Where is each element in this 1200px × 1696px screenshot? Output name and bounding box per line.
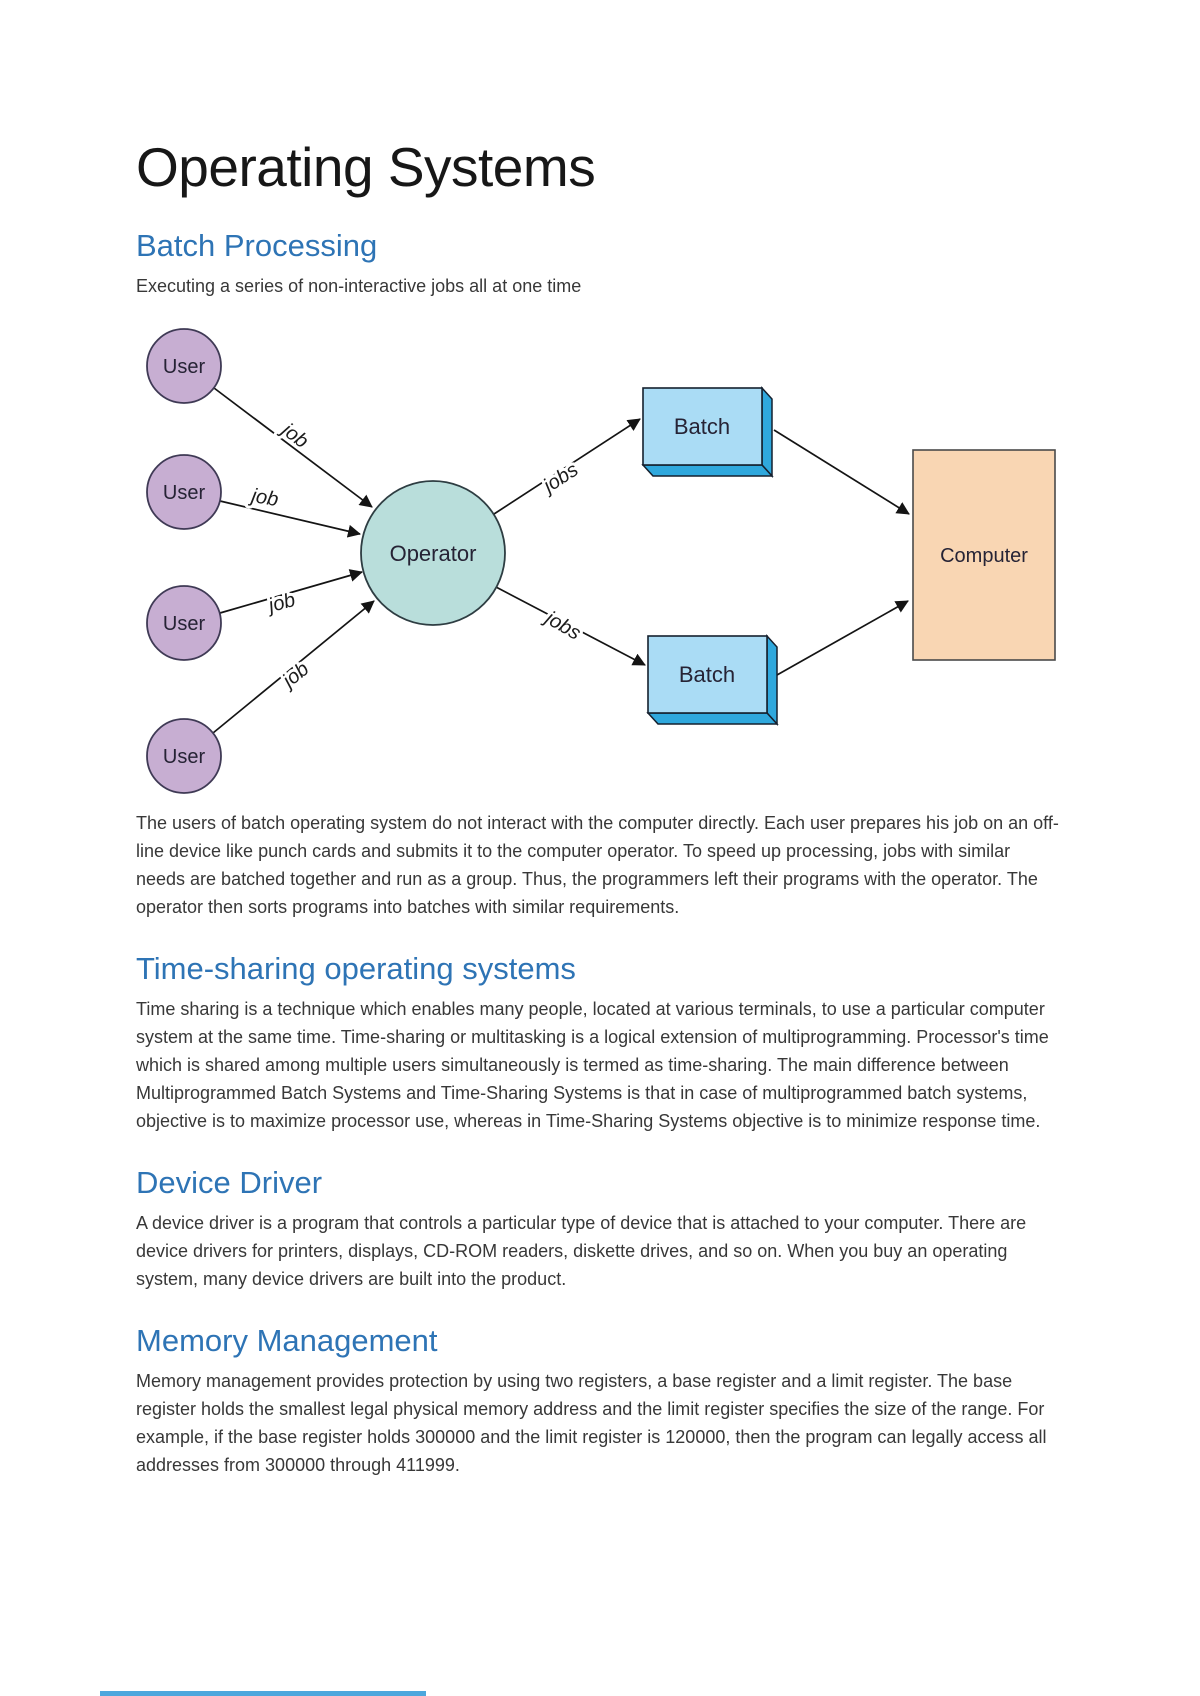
page-title: Operating Systems	[136, 136, 596, 198]
arrow-label-job-1: job	[275, 417, 312, 452]
user-node-4: User	[146, 718, 222, 794]
operator-label: Operator	[390, 541, 477, 566]
arrow-label-job-2: job	[247, 484, 280, 511]
arrow-user2-to-operator	[219, 500, 361, 538]
arrow-user3-to-operator	[219, 569, 363, 614]
heading-device-driver: Device Driver	[136, 1165, 323, 1200]
batch-label-1: Batch	[674, 414, 730, 439]
next-page-heading-cutoff-bar	[100, 1691, 426, 1696]
memory-management-body-text: Memory management provides protection by…	[136, 1371, 1047, 1475]
user-node-3: User	[146, 585, 222, 661]
batch-intro-text: Executing a series of non-interactive jo…	[136, 276, 582, 296]
arrow-operator-to-batch2	[495, 586, 646, 666]
heading-memory-management: Memory Management	[136, 1323, 438, 1358]
user-label-1: User	[163, 356, 206, 378]
batch-body-text: The users of batch operating system do n…	[136, 813, 1059, 917]
time-sharing-body-text: Time sharing is a technique which enable…	[136, 999, 1049, 1131]
user-label-4: User	[163, 746, 206, 768]
computer-box: Computer	[912, 449, 1056, 661]
arrow-user1-to-operator	[213, 387, 373, 508]
operator-node: Operator	[360, 480, 506, 626]
user-label-2: User	[163, 482, 206, 504]
user-node-2: User	[146, 454, 222, 530]
arrow-batch1-to-computer	[773, 429, 910, 515]
user-node-1: User	[146, 328, 222, 404]
arrow-user4-to-operator	[212, 600, 375, 734]
batch-label-2: Batch	[679, 662, 735, 687]
device-driver-body-text: A device driver is a program that contro…	[136, 1213, 1027, 1289]
batch-processing-diagram: job job job job jobs jobs User User User…	[146, 328, 1056, 794]
computer-label: Computer	[940, 545, 1028, 567]
batch-box-2: Batch	[646, 634, 779, 726]
heading-batch-processing: Batch Processing	[136, 228, 378, 263]
arrow-label-jobs-2: jobs	[539, 606, 584, 645]
arrow-batch2-to-computer	[776, 600, 909, 676]
arrow-label-job-4: job	[276, 658, 313, 694]
arrow-label-job-3: job	[263, 589, 297, 618]
heading-time-sharing: Time-sharing operating systems	[136, 951, 576, 986]
user-label-3: User	[163, 613, 206, 635]
arrow-operator-to-batch1	[493, 418, 641, 515]
arrow-label-jobs-1: jobs	[537, 459, 582, 499]
document-page: Operating Systems Batch Processing Execu…	[136, 136, 1059, 1475]
batch-box-1: Batch	[641, 386, 774, 478]
